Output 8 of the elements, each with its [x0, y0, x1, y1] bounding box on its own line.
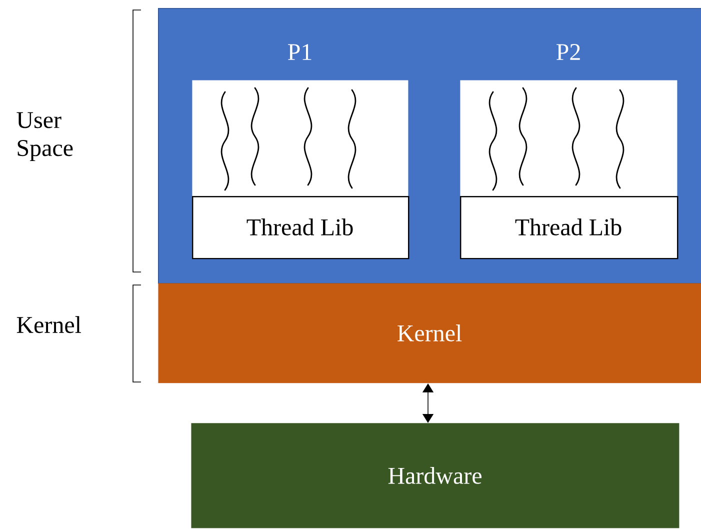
thread-lib-box: Thread Lib [192, 196, 410, 260]
side-label: User Space [16, 112, 73, 162]
kernel-band: Kernel [158, 283, 701, 384]
node-label: P1 [288, 44, 312, 60]
hardware-box: Hardware [191, 423, 680, 528]
thread-lib-box: Thread Lib [460, 196, 678, 260]
node-label: P2 [556, 44, 580, 60]
side-label: Kernel [16, 316, 82, 334]
